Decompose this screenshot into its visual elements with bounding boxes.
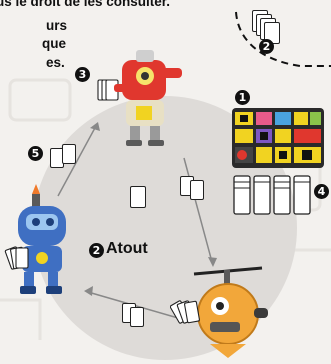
orange-robot-player bbox=[170, 266, 268, 358]
trump-card bbox=[130, 186, 146, 208]
red-robot-player bbox=[97, 50, 182, 146]
header-line-4: es. bbox=[46, 55, 65, 70]
header-line-2: urs bbox=[46, 18, 68, 33]
step-1-marker: 1 bbox=[235, 90, 250, 105]
step-2-atout-marker: 2 bbox=[89, 243, 104, 258]
header-line-1: us le droit de les consulter. bbox=[0, 0, 171, 9]
step-4-marker: 4 bbox=[314, 184, 329, 199]
passing-card bbox=[190, 180, 204, 200]
step-3-marker: 3 bbox=[75, 67, 90, 82]
atout-label: Atout bbox=[106, 240, 148, 257]
card-piles bbox=[233, 175, 311, 215]
passing-card bbox=[62, 144, 76, 164]
blue-robot-player bbox=[4, 184, 66, 294]
step-2-corner-marker: 2 bbox=[259, 39, 274, 54]
step-5-marker: 5 bbox=[28, 146, 43, 161]
header-line-3: que bbox=[42, 36, 67, 51]
game-board bbox=[232, 108, 324, 168]
passing-card bbox=[130, 307, 144, 327]
